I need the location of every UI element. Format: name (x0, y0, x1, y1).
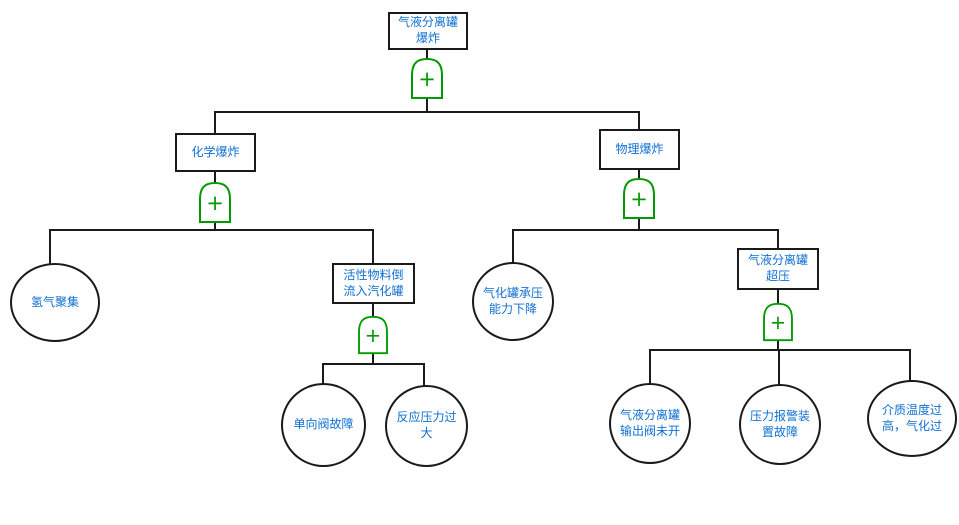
basic-event-check-valve-failure: 单向阀故障 (281, 383, 366, 467)
plus-icon: + (418, 67, 436, 91)
event-label: 活性物料倒 流入汽化罐 (343, 267, 404, 298)
plus-icon: + (770, 311, 786, 334)
event-label: 化学爆炸 (191, 144, 240, 159)
event-label: 氢气聚集 (30, 294, 79, 309)
event-label: 气液分离罐 输出阀未开 (619, 407, 680, 438)
event-node-chemical-explosion: 化学爆炸 (175, 133, 256, 172)
event-label: 压力报警装 置故障 (749, 408, 810, 439)
event-label: 气液分离罐 超压 (747, 253, 808, 283)
event-label: 物理爆炸 (615, 141, 664, 156)
plus-icon: + (365, 324, 381, 347)
event-label: 气化罐承压 能力下降 (482, 285, 543, 316)
event-label: 介质温度过 高，气化过 (881, 402, 942, 433)
basic-event-reaction-pressure-high: 反应压力过 大 (385, 385, 468, 467)
plus-icon: + (630, 187, 648, 211)
basic-event-tank-capacity-drop: 气化罐承压 能力下降 (472, 262, 554, 341)
event-label: 反应压力过 大 (396, 410, 457, 440)
event-node-physical-explosion: 物理爆炸 (599, 129, 680, 170)
event-label: 气液分离罐 爆炸 (397, 15, 458, 45)
basic-event-outlet-valve-closed: 气液分离罐 输出阀未开 (609, 383, 691, 464)
event-label: 单向阀故障 (293, 417, 354, 432)
plus-icon: + (206, 191, 224, 215)
event-node-top: 气液分离罐 爆炸 (388, 12, 468, 50)
event-node-tank-overpressure: 气液分离罐 超压 (737, 248, 819, 290)
or-gate-backflow: + (358, 315, 388, 355)
or-gate-top: + (411, 57, 443, 99)
event-node-material-backflow: 活性物料倒 流入汽化罐 (332, 263, 415, 304)
or-gate-overpressure: + (763, 302, 793, 342)
basic-event-hydrogen-accumulation: 氢气聚集 (10, 263, 100, 342)
basic-event-medium-temp-high: 介质温度过 高，气化过 (867, 380, 957, 457)
basic-event-pressure-alarm-failure: 压力报警装 置故障 (739, 384, 821, 465)
or-gate-chemical: + (199, 181, 231, 223)
or-gate-physical: + (623, 177, 655, 219)
